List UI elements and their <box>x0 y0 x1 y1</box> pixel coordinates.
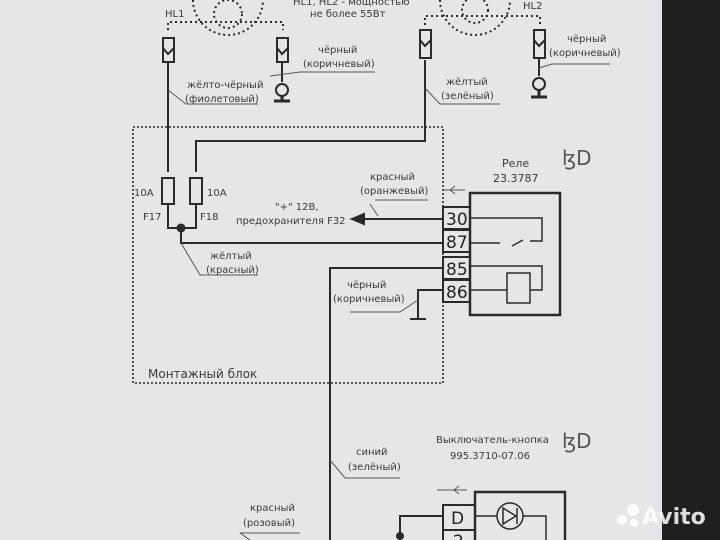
hl2-connector-left <box>419 29 432 59</box>
fuse-f18-rating: 10А <box>207 188 227 199</box>
switch-terminal-2 <box>442 529 476 540</box>
wire-label: (коричневый) <box>333 294 405 305</box>
hl1-lamp-outline <box>192 0 264 36</box>
relay-terminal-85-label: 85 <box>446 260 468 280</box>
lamp-power-note-2: не более 55Вт <box>310 9 386 20</box>
handwritten-mark-2: ɮD <box>562 429 592 453</box>
hl1-label: HL1 <box>165 9 184 20</box>
relay-body <box>468 191 562 317</box>
wire-label: чёрный <box>567 34 606 45</box>
wire-label: (оранжевый) <box>360 186 428 197</box>
wire-label: жёлтый <box>210 251 252 262</box>
switch-led-icon <box>496 502 524 530</box>
switch-terminal-d-label: D <box>451 509 464 529</box>
wire-label: чёрный <box>318 45 357 56</box>
handwritten-mark: ɮD <box>562 146 592 170</box>
wire-label: красный <box>250 503 295 514</box>
hl2-connector-right <box>533 29 546 59</box>
wire-label: (фиолетовый) <box>185 94 259 105</box>
relay-terminal-87-label: 87 <box>446 233 468 253</box>
wire-label: красный <box>370 172 415 183</box>
switch-terminal-2-label: 2 <box>453 532 464 540</box>
avito-watermark: Avito <box>642 505 706 530</box>
switch-body <box>473 490 567 540</box>
lamp-power-note: HL1, HL2 - мощностью <box>293 0 410 8</box>
fuse-f17-label: F17 <box>143 212 161 223</box>
wire-label: (коричневый) <box>303 59 375 70</box>
fuse-f18 <box>189 177 203 205</box>
avito-logo: Avito <box>617 504 706 530</box>
wire-label: (зелёный) <box>441 91 494 102</box>
relay-terminal-86-label: 86 <box>446 283 468 303</box>
wire-label: жёлто-чёрный <box>187 80 263 91</box>
relay-terminal-30-label: 30 <box>446 210 468 230</box>
wire-label: (розовый) <box>243 518 295 529</box>
mounting-block-outline <box>132 126 444 384</box>
plus-12v-label: "+" 12В, <box>275 202 319 213</box>
relay-coil <box>506 272 531 304</box>
relay-title: Реле <box>502 157 529 170</box>
mounting-block-label: Монтажный блок <box>148 367 257 381</box>
wire-label: синий <box>356 447 388 458</box>
switch-model: 995.3710-07.06 <box>450 451 530 462</box>
hl2-label: HL2 <box>523 1 542 12</box>
fuse-f17 <box>161 177 175 205</box>
fuse-f18-label: F18 <box>200 212 218 223</box>
wire-label: (коричневый) <box>549 48 621 59</box>
wire-label: чёрный <box>347 280 386 291</box>
hl1-lamp-filament <box>213 0 243 29</box>
relay-model: 23.3787 <box>493 172 539 185</box>
switch-title: Выключатель-кнопка <box>436 435 549 446</box>
plus-12v-label-2: предохранителя F32 <box>236 216 346 227</box>
wire-label: жёлтый <box>446 77 488 88</box>
wire-label: (зелёный) <box>348 462 401 473</box>
fuse-f17-rating: 10А <box>134 188 154 199</box>
wire-label: (красный) <box>206 265 259 276</box>
